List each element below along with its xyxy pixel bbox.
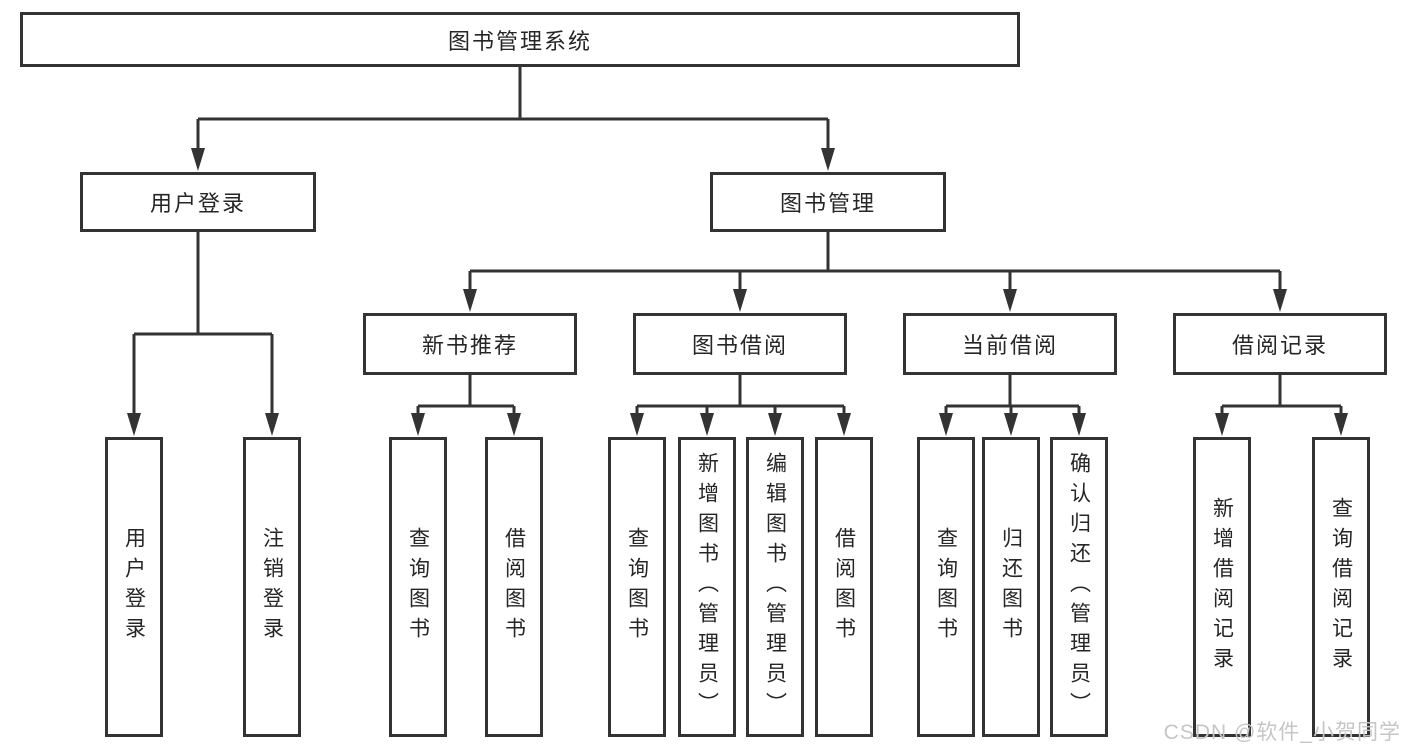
leaf-add-book-admin: 新增图书（管理员） [678,437,736,737]
leaf-label: 用户登录 [122,527,146,647]
leaf-query-books-3: 查询图书 [917,437,975,737]
node-current-borrow: 当前借阅 [903,313,1117,375]
leaf-logout: 注销登录 [243,437,301,737]
arrow-down-icon [768,413,782,436]
arrow-down-icon [630,413,644,436]
connector-paths [132,67,1343,415]
leaf-query-books-2: 查询图书 [608,437,666,737]
arrow-down-icon [700,413,714,436]
leaf-label: 新增图书（管理员） [695,452,719,722]
node-book-borrow: 图书借阅 [633,313,847,375]
leaf-label: 借阅图书 [502,527,526,647]
leaf-label: 确认归还（管理员） [1067,452,1091,722]
arrow-down-icon [1215,413,1229,436]
node-book-management: 图书管理 [710,172,946,232]
node-borrow-records: 借阅记录 [1173,313,1387,375]
leaf-label: 归还图书 [999,527,1023,647]
arrow-down-icon [411,413,425,436]
leaf-borrow-books-2: 借阅图书 [815,437,873,737]
leaf-label: 编辑图书（管理员） [763,452,787,722]
leaf-label: 借阅图书 [832,527,856,647]
arrow-down-icon [127,413,141,436]
leaf-label: 注销登录 [260,527,284,647]
arrow-down-icon [1004,413,1018,436]
watermark: CSDN @软件_小贺同学 [1163,721,1401,744]
leaf-label: 查询图书 [625,527,649,647]
arrow-down-icon [1003,289,1017,312]
arrow-down-icon [733,289,747,312]
leaf-label: 查询图书 [406,527,430,647]
arrow-down-icon [265,413,279,436]
arrow-down-icon [1273,289,1287,312]
leaf-query-borrow-record: 查询借阅记录 [1312,437,1370,737]
leaf-borrow-books-1: 借阅图书 [485,437,543,737]
leaf-label: 查询图书 [934,527,958,647]
arrow-down-icon [1334,413,1348,436]
arrow-down-icon [821,148,835,171]
leaf-confirm-return-admin: 确认归还（管理员） [1050,437,1108,737]
arrow-down-icon [463,289,477,312]
leaf-label: 新增借阅记录 [1210,497,1234,677]
node-user-login: 用户登录 [80,172,316,232]
arrow-down-icon [1072,413,1086,436]
leaf-user-login: 用户登录 [105,437,163,737]
leaf-label: 查询借阅记录 [1329,497,1353,677]
leaf-query-books-1: 查询图书 [389,437,447,737]
leaf-edit-book-admin: 编辑图书（管理员） [746,437,804,737]
arrow-down-icon [507,413,521,436]
node-new-book-recommend: 新书推荐 [363,313,577,375]
node-root: 图书管理系统 [20,12,1020,67]
arrow-down-icon [837,413,851,436]
arrowheads [127,148,1348,436]
leaf-add-borrow-record: 新增借阅记录 [1193,437,1251,737]
arrow-down-icon [939,413,953,436]
leaf-return-book: 归还图书 [982,437,1040,737]
arrow-down-icon [191,148,205,171]
